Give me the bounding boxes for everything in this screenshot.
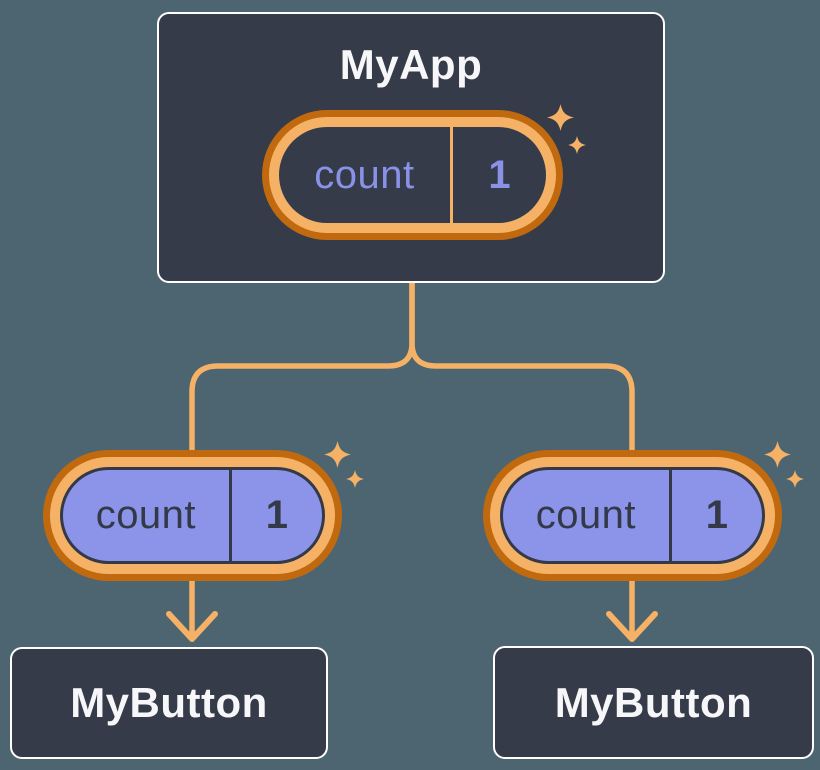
state-pill-divider — [449, 127, 453, 223]
prop-pill-left-key: count — [95, 493, 197, 537]
state-pill-ring: count 1 — [269, 117, 556, 233]
sparkle-small-left-icon — [346, 470, 364, 488]
sparkle-large-left-icon — [324, 441, 351, 468]
state-pill-count: count 1 — [262, 110, 563, 240]
arrowhead-down-right-icon — [606, 611, 658, 642]
prop-pill-left-divider — [228, 470, 232, 561]
state-pill-key: count — [314, 152, 415, 197]
prop-pill-left-value: 1 — [265, 493, 288, 537]
mybutton-node-right: MyButton — [493, 646, 814, 759]
prop-pill-count-right: count 1 — [483, 450, 782, 581]
mybutton-node-left: MyButton — [10, 647, 328, 759]
sparkle-large-root-icon — [547, 104, 574, 131]
prop-pill-right-key: count — [535, 493, 637, 537]
branch-line-right — [409, 280, 635, 639]
sparkle-small-root-icon — [568, 136, 586, 154]
prop-pill-count-left: count 1 — [43, 450, 342, 581]
sparkle-small-right-icon — [786, 470, 804, 488]
prop-pill-right-ring: count 1 — [490, 457, 775, 574]
state-pill-value: 1 — [488, 152, 511, 197]
mybutton-right-title: MyButton — [554, 678, 753, 726]
sparkle-large-right-icon — [764, 441, 791, 468]
prop-pill-right-value: 1 — [705, 493, 728, 537]
prop-pill-left-ring: count 1 — [50, 457, 335, 574]
arrowhead-down-left-icon — [166, 611, 218, 642]
mybutton-left-title: MyButton — [70, 679, 268, 726]
myapp-node-title: MyApp — [339, 41, 483, 88]
prop-pill-right-divider — [668, 470, 672, 561]
